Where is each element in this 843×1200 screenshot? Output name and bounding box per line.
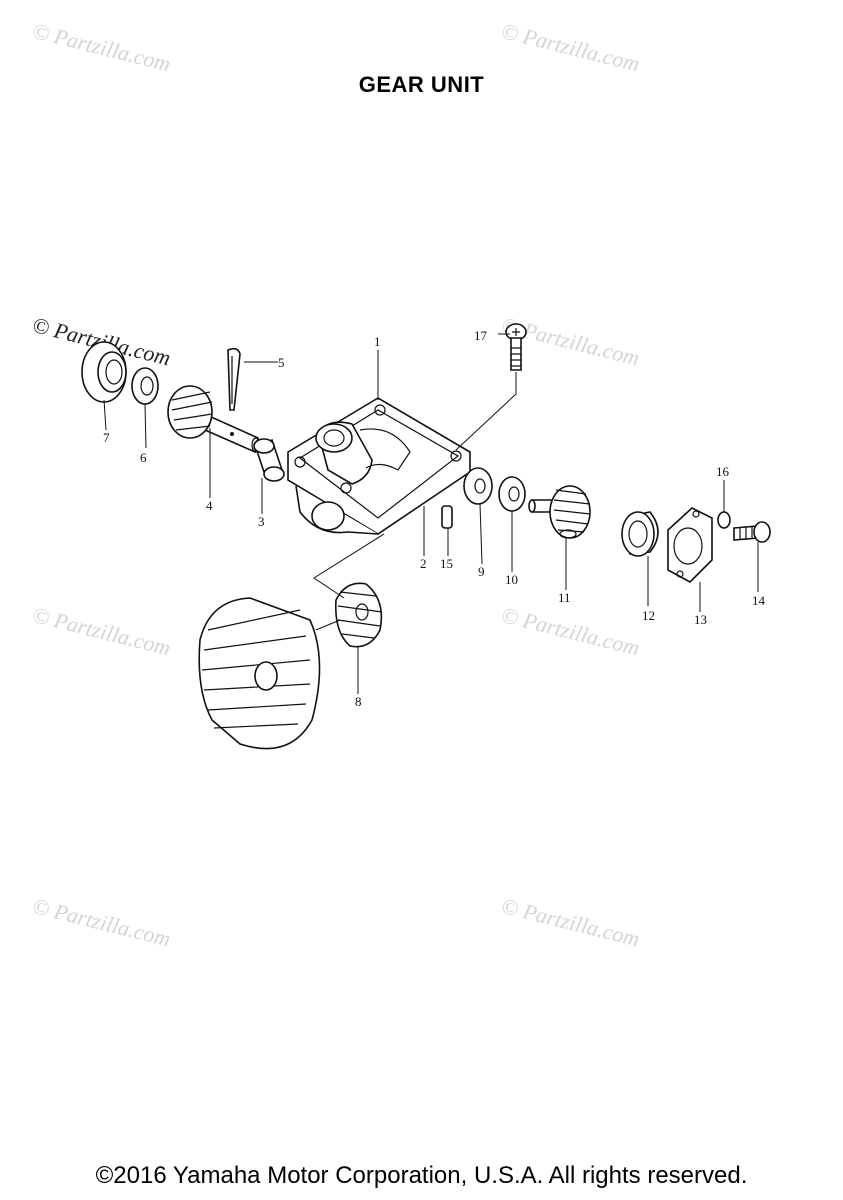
part-4-drive-shaft[interactable] bbox=[167, 385, 261, 454]
callout-12: 12 bbox=[642, 608, 655, 623]
copyright-footer: ©2016 Yamaha Motor Corporation, U.S.A. A… bbox=[95, 1162, 748, 1189]
callout-5: 5 bbox=[278, 355, 285, 370]
callout-8: 8 bbox=[355, 694, 362, 709]
part-17-screw[interactable] bbox=[505, 323, 527, 371]
callout-14: 14 bbox=[752, 593, 766, 608]
part-10-washer[interactable] bbox=[498, 476, 526, 512]
callout-16: 16 bbox=[716, 464, 730, 479]
callout-7: 7 bbox=[103, 430, 110, 445]
callout-labels: 1 2 3 4 5 6 7 8 9 10 11 12 13 14 15 16 1… bbox=[103, 328, 766, 709]
callout-9: 9 bbox=[478, 564, 485, 579]
callout-2: 2 bbox=[420, 556, 427, 571]
part-12-cap[interactable] bbox=[621, 511, 659, 557]
callout-11: 11 bbox=[558, 590, 571, 605]
part-6-washer[interactable] bbox=[131, 367, 159, 405]
part-9-washer[interactable] bbox=[463, 467, 493, 505]
page-title: GEAR UNIT bbox=[358, 72, 485, 97]
callout-15: 15 bbox=[440, 556, 453, 571]
callout-13: 13 bbox=[694, 612, 707, 627]
part-1-gear-housing[interactable] bbox=[287, 397, 471, 535]
part-16-washer[interactable] bbox=[717, 511, 731, 529]
callout-10: 10 bbox=[505, 572, 518, 587]
callout-6: 6 bbox=[140, 450, 147, 465]
part-3-collar[interactable] bbox=[253, 438, 285, 482]
part-15-dowel-pin[interactable] bbox=[441, 505, 453, 529]
callout-1: 1 bbox=[374, 334, 381, 349]
leader-lines bbox=[103, 333, 759, 694]
callout-4: 4 bbox=[206, 498, 213, 513]
callout-17: 17 bbox=[474, 328, 488, 343]
part-14-bolt[interactable] bbox=[733, 521, 771, 543]
part-11-driven-gear[interactable] bbox=[528, 485, 591, 539]
part-5-cotter-pin[interactable] bbox=[227, 347, 241, 411]
part-13-cover-plate[interactable] bbox=[667, 507, 713, 583]
part-7-oil-seal[interactable] bbox=[81, 341, 127, 403]
callout-3: 3 bbox=[258, 514, 265, 529]
part-8-gear-assembly[interactable] bbox=[198, 582, 383, 750]
